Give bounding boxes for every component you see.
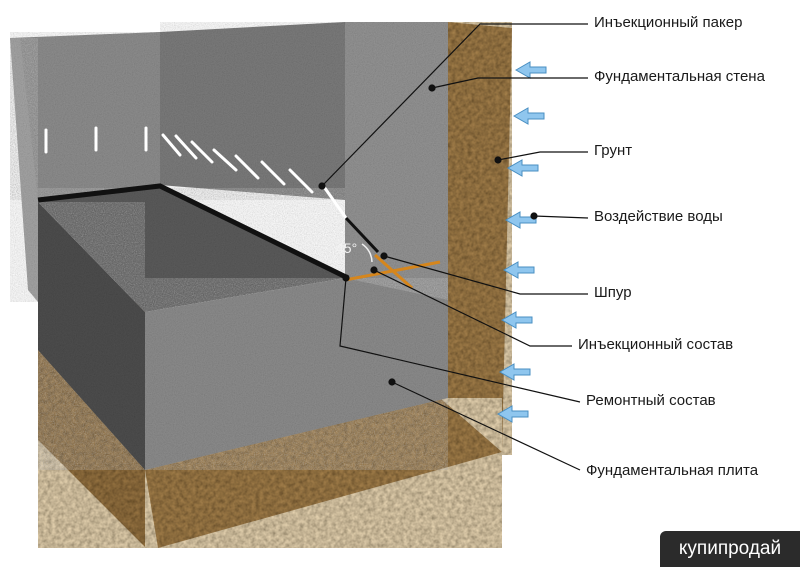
water-arrows: [496, 61, 547, 423]
arrow-left-icon: [506, 159, 539, 177]
angle-arc: [361, 243, 373, 263]
packer-icon: [190, 140, 214, 164]
leader-dot: [530, 212, 538, 220]
packer-icon: [320, 182, 348, 220]
leader-wall: [431, 77, 588, 89]
arrow-left-icon: [514, 61, 547, 79]
packer-icon: [234, 154, 260, 180]
packer-icon: [174, 134, 198, 160]
arrow-left-icon: [504, 211, 537, 229]
leader-soil: [497, 151, 588, 161]
leader-dot: [370, 266, 378, 274]
hole-line-2: [374, 253, 413, 290]
slab-left-side: [38, 202, 145, 470]
arrow-left-icon: [500, 311, 533, 329]
label-hole: Шпур: [594, 284, 632, 301]
leader-dot: [388, 378, 396, 386]
leader-dot: [342, 274, 350, 282]
arrow-left-icon: [512, 107, 545, 125]
label-soil: Грунт: [594, 142, 633, 159]
angle-label: 45°: [336, 240, 358, 256]
leader-repair: [339, 277, 581, 403]
watermark-logo: купипродай: [660, 531, 800, 567]
leader-injection: [373, 269, 572, 347]
slab-top: [38, 188, 345, 312]
label-slab: Фундаментальная плита: [586, 462, 759, 479]
packer-icon: [161, 133, 182, 157]
leader-water: [533, 215, 589, 219]
leader-dot: [428, 84, 436, 92]
soil-bottom-front: [145, 398, 502, 548]
soil-strip: [440, 22, 512, 455]
packer-icon: [288, 168, 314, 194]
leader-slab: [391, 381, 581, 471]
label-repair: Ремонтный состав: [586, 392, 716, 409]
packer-icon: [212, 148, 238, 172]
foundation-wall: [345, 22, 448, 300]
leader-lines: [318, 23, 589, 471]
arrow-left-icon: [502, 261, 535, 279]
wall-edge: [10, 38, 38, 302]
packer-icon: [260, 160, 286, 186]
leader-packer: [321, 23, 588, 187]
label-injection: Инъекционный состав: [578, 336, 734, 353]
label-wall: Фундаментальная стена: [594, 68, 765, 85]
packer-shaft: [344, 216, 380, 254]
arrow-left-icon: [498, 363, 531, 381]
packers: [44, 126, 348, 220]
leader-dot: [494, 156, 502, 164]
slab-front: [145, 278, 448, 470]
leader-dot: [380, 252, 388, 260]
arrow-left-icon: [496, 405, 529, 423]
leader-dot: [318, 182, 326, 190]
label-water: Воздействие воды: [594, 208, 723, 225]
label-packer: Инъекционный пакер: [594, 14, 743, 31]
joint-line: [37, 183, 350, 281]
wall-back-left: [10, 32, 160, 200]
leader-hole: [383, 255, 588, 295]
